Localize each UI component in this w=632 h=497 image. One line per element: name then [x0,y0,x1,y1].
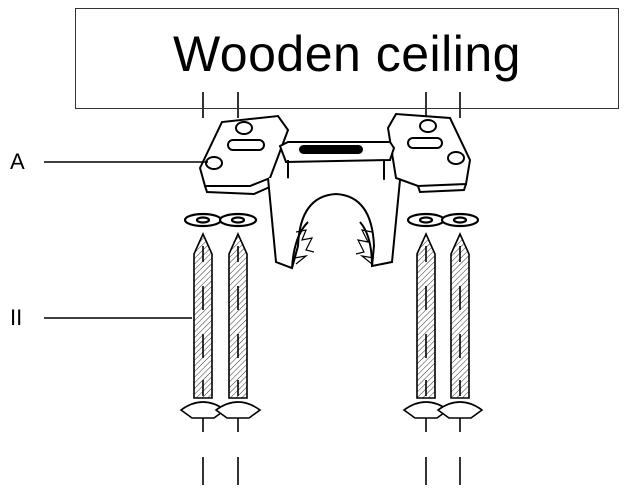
washer-icon [183,212,480,228]
screw-1 [179,232,227,419]
screw-4 [436,232,484,419]
ceiling-box: Wooden ceiling [75,8,619,109]
pipe-clip-icon [198,112,472,270]
wood-screw-icon [179,232,484,419]
leader-lines [44,161,208,319]
guide-lines [202,92,461,485]
ceiling-label: Wooden ceiling [173,25,521,82]
screw-3 [402,232,450,419]
screw-2 [214,232,262,419]
callout-a: A [10,149,25,174]
callout-ii: II [10,305,23,330]
